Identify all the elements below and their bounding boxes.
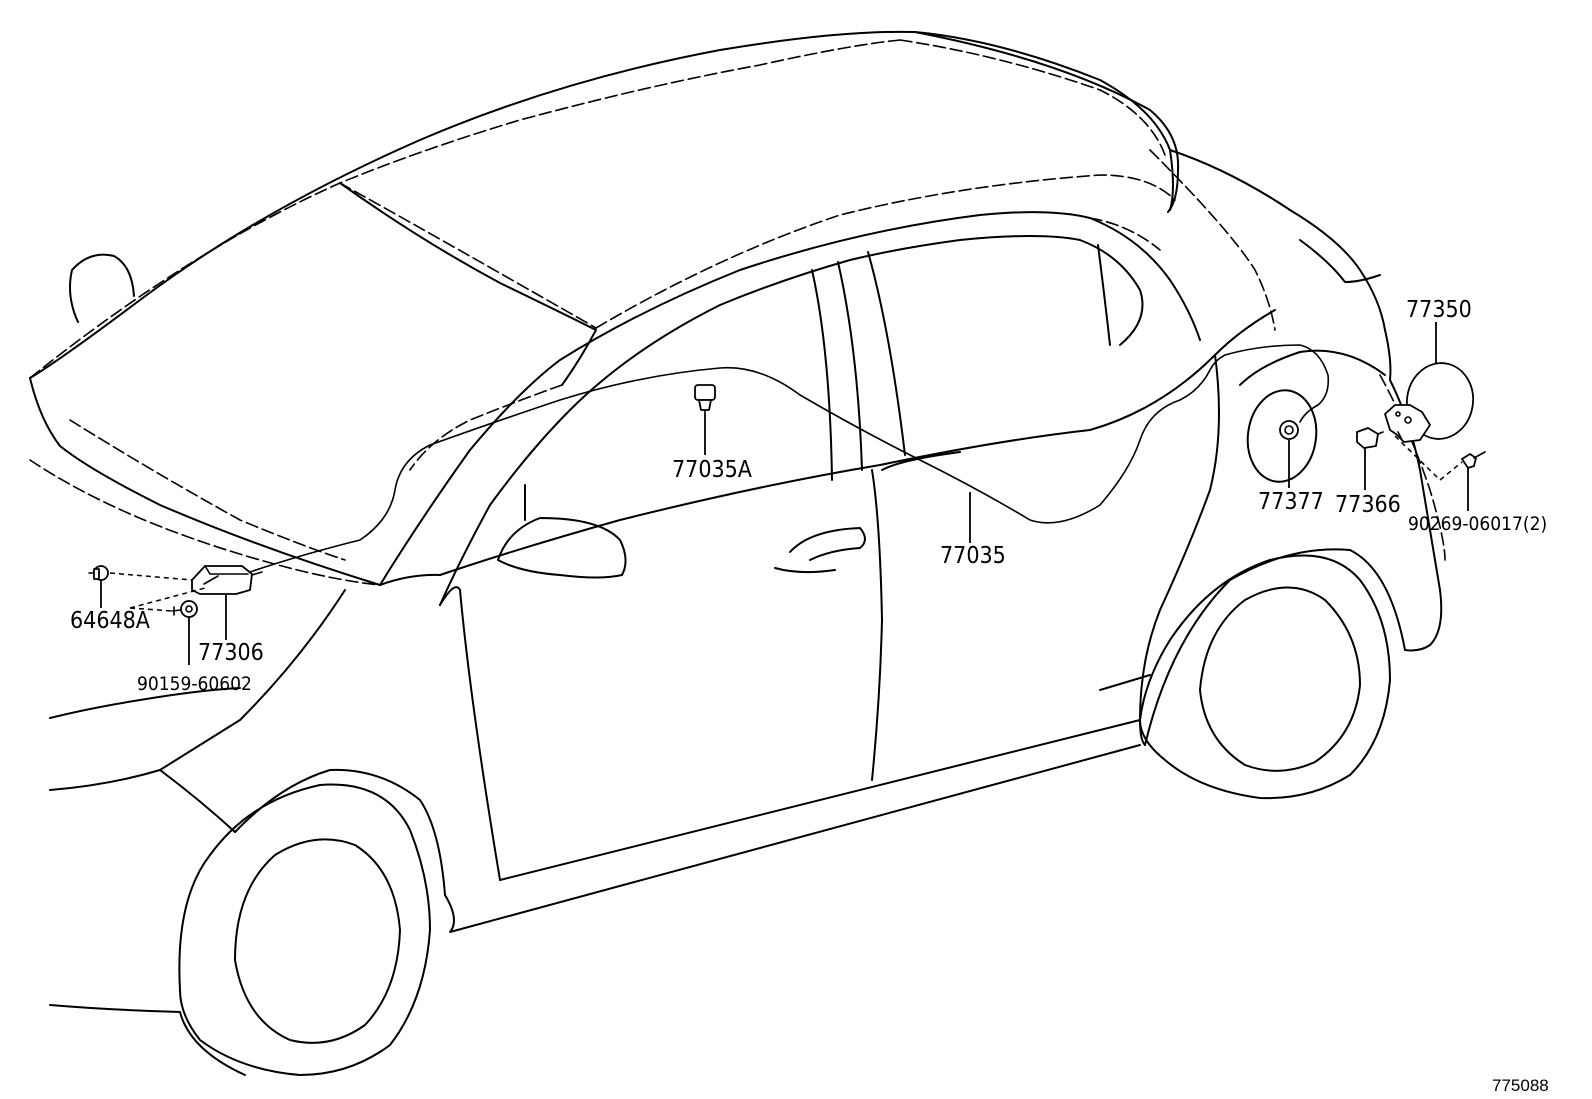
leader-lines bbox=[100, 322, 1469, 665]
hood-line bbox=[29, 377, 381, 586]
b-pillar-front bbox=[811, 269, 833, 481]
screw-90159-60602 bbox=[171, 600, 198, 618]
part-labels: 77350 77035A 77035 77377 77366 90269-060… bbox=[70, 297, 1549, 1095]
car-body-outline bbox=[29, 30, 1443, 1076]
rear-rim bbox=[1199, 586, 1361, 772]
front-tyre-outer bbox=[178, 783, 431, 1076]
phantom-lines bbox=[29, 39, 1446, 586]
rear-tyre-outer bbox=[1139, 554, 1391, 800]
front-door-rear-edge bbox=[871, 469, 883, 781]
door-handle-cup bbox=[789, 527, 866, 561]
cable-clamp-77035a bbox=[694, 384, 716, 415]
fuel-lid-opener-cable bbox=[249, 344, 1330, 573]
label-64648a: 64648A bbox=[70, 608, 150, 634]
belt-line bbox=[379, 354, 1216, 586]
rear-door-rear-edge bbox=[1139, 354, 1220, 746]
rocker-panel bbox=[444, 744, 1141, 933]
rear-hatch-line bbox=[1169, 149, 1392, 381]
front-wheel-arch bbox=[234, 768, 446, 896]
label-90159-60602: 90159-60602 bbox=[137, 673, 252, 695]
label-90269-06017: 90269-06017(2) bbox=[1408, 513, 1547, 535]
side-mirror-far bbox=[69, 253, 135, 323]
front-rim bbox=[234, 838, 401, 1044]
windshield-lower bbox=[339, 182, 597, 386]
front-bumper-line bbox=[49, 687, 241, 719]
front-door-leading-edge bbox=[439, 586, 501, 881]
side-mirror-near bbox=[497, 517, 627, 579]
fuel-opener-lever-77306 bbox=[191, 565, 263, 595]
clip-64648a bbox=[88, 565, 109, 581]
diagram-reference-number: 775088 bbox=[1492, 1076, 1549, 1095]
label-77377: 77377 bbox=[1258, 489, 1324, 515]
label-77035: 77035 bbox=[940, 543, 1006, 569]
label-77306: 77306 bbox=[198, 640, 264, 666]
label-77350: 77350 bbox=[1406, 297, 1472, 323]
fuel-filler-opening bbox=[1246, 389, 1318, 483]
rivet-90269-06017 bbox=[1461, 451, 1486, 469]
bushing-77377 bbox=[1279, 420, 1299, 440]
label-77366: 77366 bbox=[1335, 492, 1401, 518]
fuel-lid-77350 bbox=[1384, 362, 1475, 443]
spring-77366 bbox=[1356, 427, 1384, 449]
label-77035a: 77035A bbox=[672, 457, 752, 483]
roof-line bbox=[29, 30, 1174, 379]
window-top-frame bbox=[379, 211, 1201, 586]
rear-wheel-arch bbox=[1144, 548, 1406, 746]
